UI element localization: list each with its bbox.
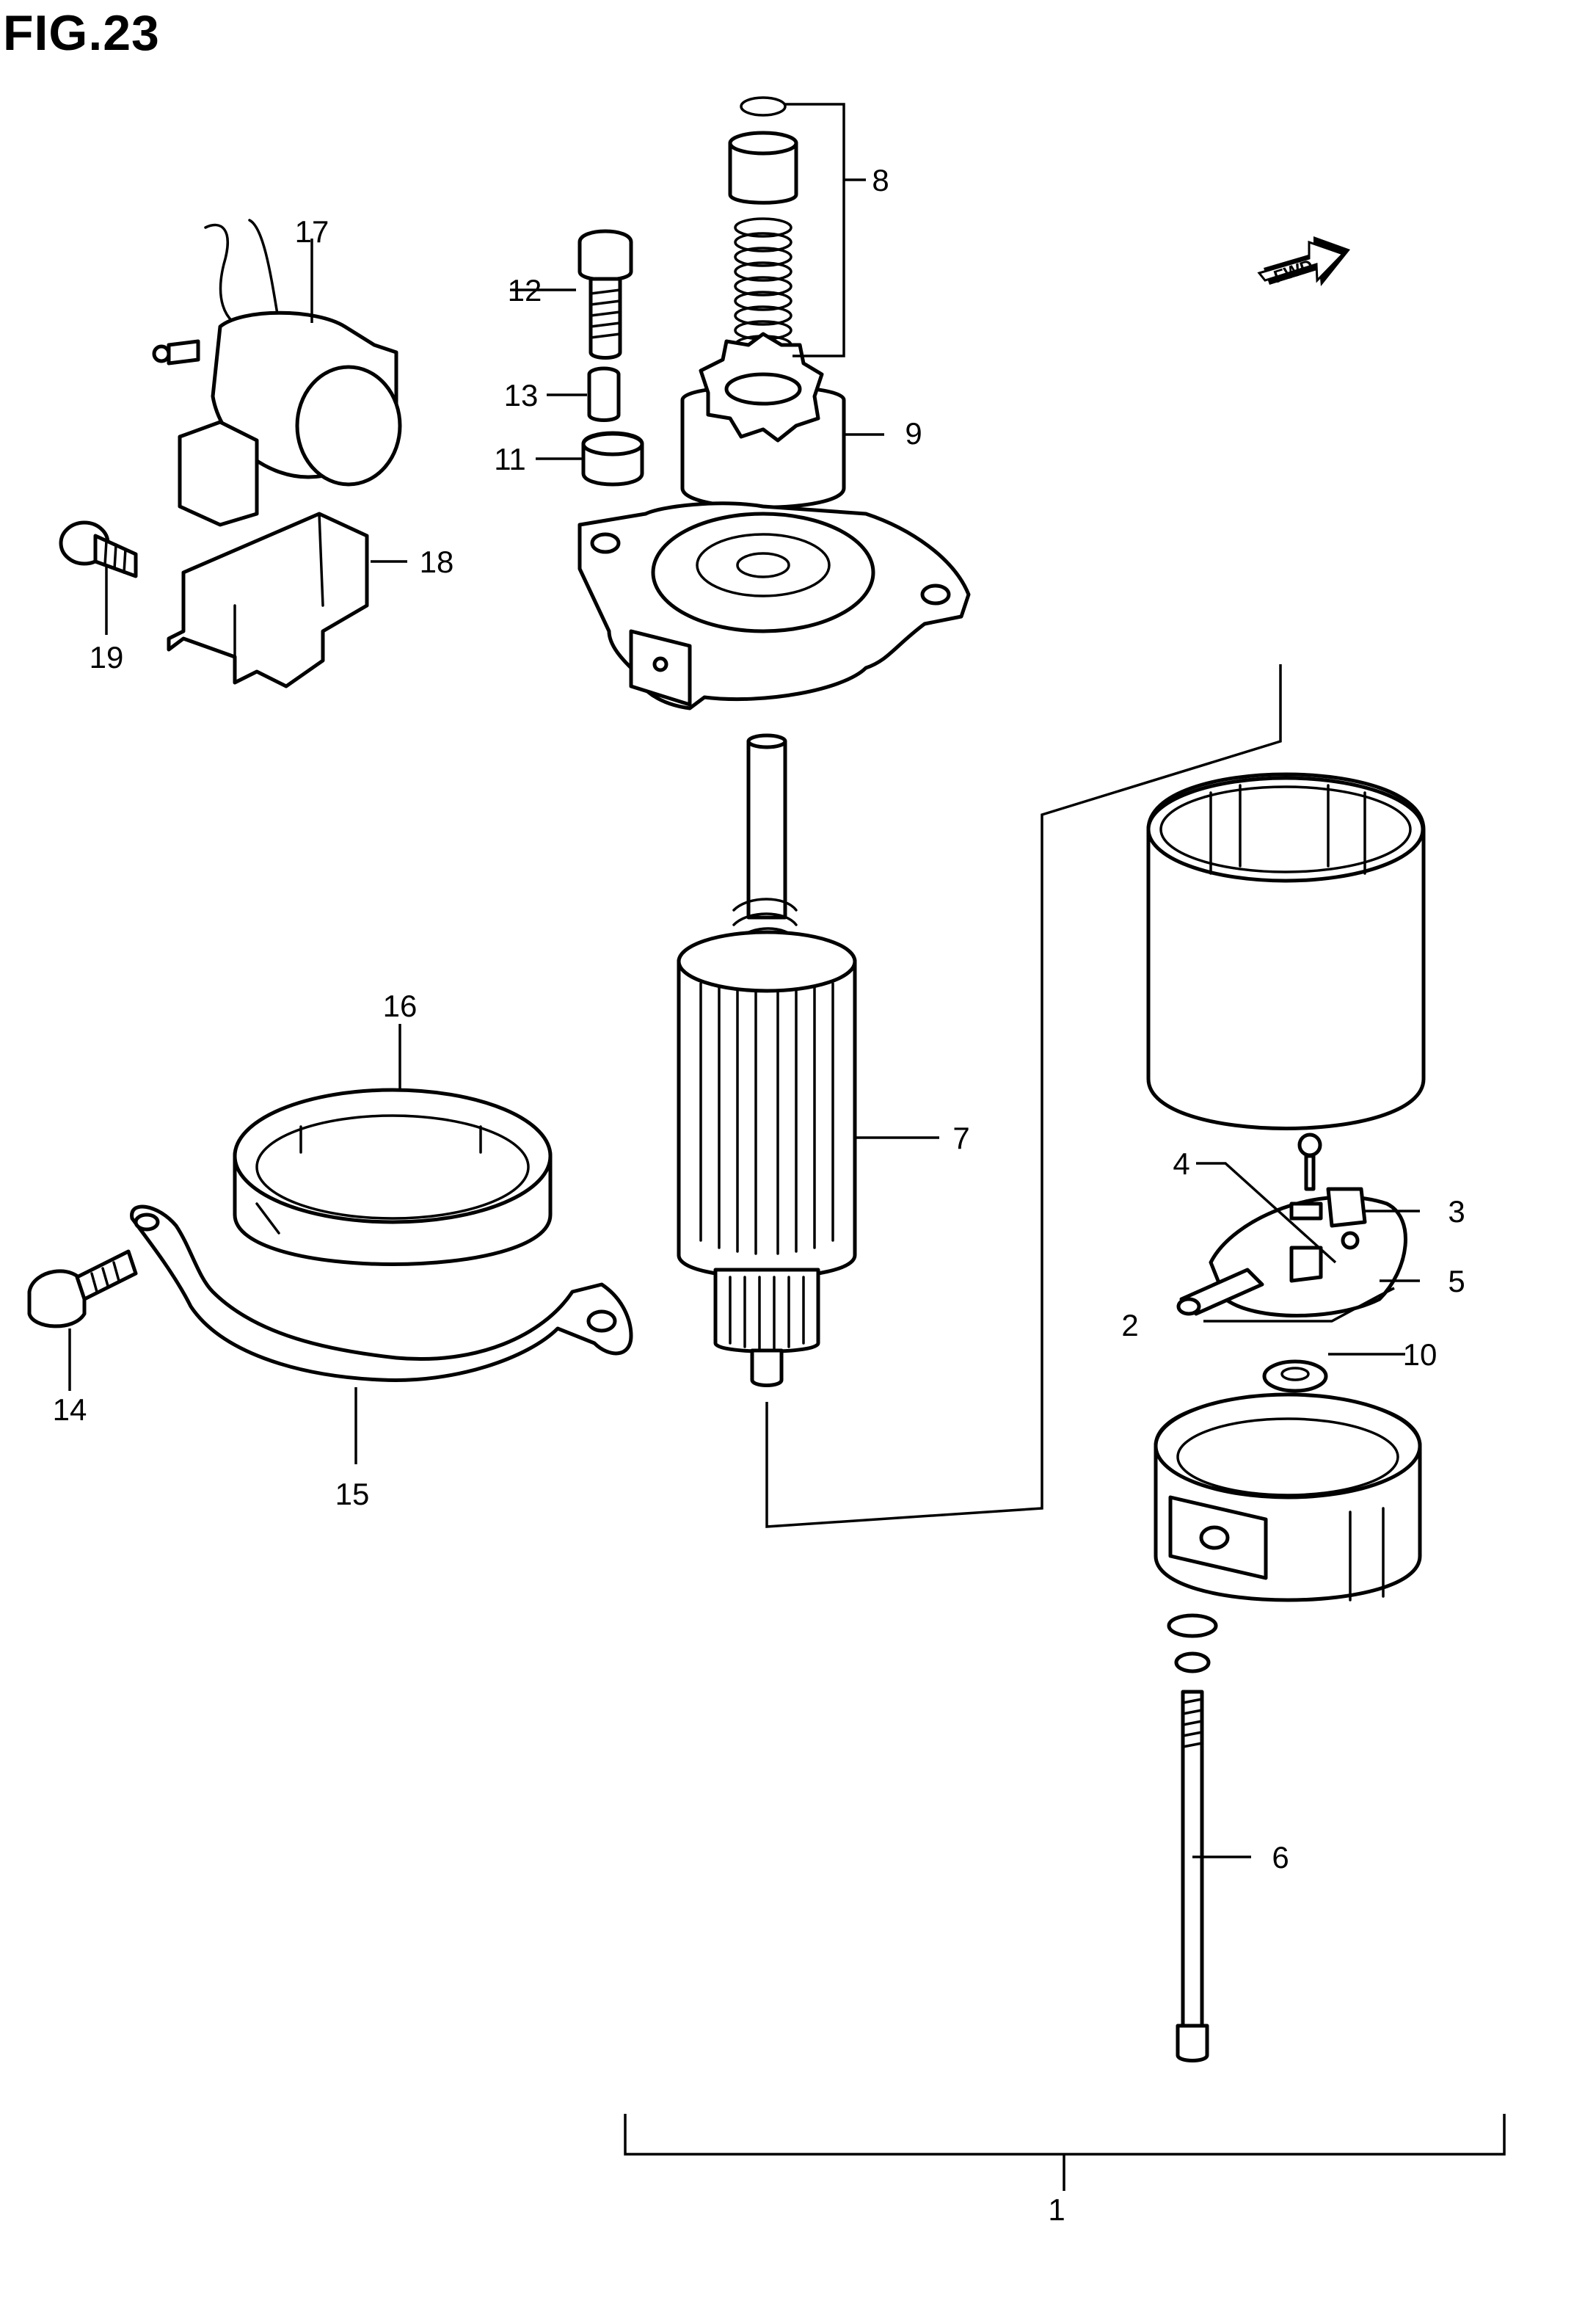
part-17-solenoid [152, 219, 402, 527]
part-19-screw [59, 520, 138, 578]
callout-17: 17 [295, 214, 329, 249]
callout-11: 11 [494, 442, 526, 476]
part-12-bolt [577, 229, 633, 360]
callout-15: 15 [335, 1477, 370, 1511]
part-10-washer [1262, 1359, 1328, 1393]
part-18-bracket [167, 512, 369, 688]
front-housing [577, 501, 971, 710]
part-15-clamp-band [130, 1204, 633, 1382]
callout-5: 5 [1448, 1264, 1465, 1298]
callout-4: 4 [1173, 1146, 1189, 1181]
callout-16: 16 [383, 989, 418, 1023]
callout-7: 7 [952, 1121, 969, 1155]
fwd-direction-arrow-icon: FWD [1257, 236, 1350, 288]
fwd-label: FWD [1272, 256, 1316, 288]
callout-13: 13 [504, 378, 539, 412]
part-7-armature [677, 733, 857, 1387]
callout-8: 8 [872, 163, 889, 197]
callout-9: 9 [905, 416, 922, 451]
callout-3: 3 [1448, 1194, 1465, 1229]
callout-6: 6 [1272, 1840, 1289, 1875]
part-11-bushing [581, 431, 644, 487]
callout-labels: 1 2 3 4 5 6 7 8 9 10 11 12 13 14 15 16 1… [53, 163, 1465, 2227]
part-8-stopper-kit [728, 96, 798, 355]
callout-10: 10 [1403, 1337, 1438, 1372]
callout-1: 1 [1048, 2192, 1065, 2227]
part-14-bolt [27, 1249, 138, 1328]
callout-18: 18 [420, 545, 454, 579]
brush-holder-assembly [1176, 1133, 1407, 1317]
motor-yoke [1146, 772, 1426, 1130]
part-16-rubber-ring [233, 1088, 553, 1266]
figure-title: FIG.23 [3, 5, 160, 61]
part-6-through-bolt [1167, 1613, 1218, 2062]
rear-end-cap [1154, 1392, 1422, 1602]
callout-12: 12 [508, 273, 542, 308]
callout-19: 19 [90, 640, 124, 675]
part-9-pinion-drive [680, 332, 846, 509]
leader-lines [68, 103, 1506, 2191]
callout-2: 2 [1121, 1308, 1138, 1342]
callout-14: 14 [53, 1392, 87, 1427]
part-13-collar [587, 366, 621, 422]
